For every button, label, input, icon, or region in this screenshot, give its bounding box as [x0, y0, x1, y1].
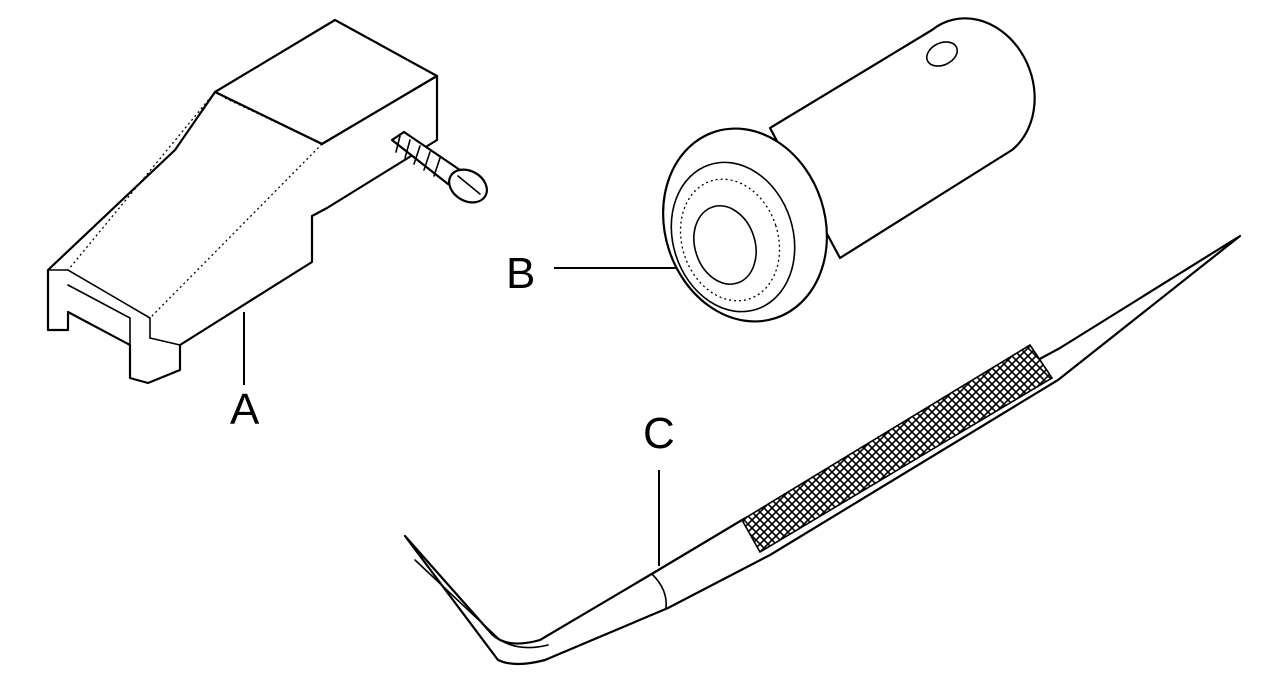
bracket-body	[46, 74, 439, 385]
label-c: C	[643, 409, 675, 458]
bracket-front-edge	[47, 269, 151, 339]
bracket-slot-edge	[67, 284, 131, 346]
awl-knurled-grip	[740, 343, 1054, 554]
screw-head	[448, 168, 488, 204]
awl-ferrule-line	[651, 573, 668, 609]
bracket-crease-3	[67, 91, 216, 271]
part-b-bushing	[662, 17, 1036, 323]
bushing-hole	[925, 41, 959, 67]
bracket-crease-2	[149, 143, 323, 319]
screw-thread-lines	[395, 135, 441, 177]
bushing-shaft	[768, 17, 1036, 260]
bushing-flange	[662, 127, 828, 323]
screw	[390, 130, 488, 204]
bushing-flange-rim	[670, 161, 796, 313]
screw-slot	[457, 175, 481, 195]
part-c-awl	[403, 234, 1242, 666]
bushing-bore	[693, 205, 757, 285]
label-b: B	[506, 249, 535, 298]
awl-bend-inner	[414, 559, 549, 649]
bushing-flange-inner	[679, 178, 781, 302]
awl-body	[403, 234, 1242, 666]
label-a: A	[230, 385, 260, 434]
part-a-bracket	[46, 18, 488, 385]
bracket-underside-edge	[149, 337, 181, 346]
bracket-crease-4	[334, 19, 438, 77]
